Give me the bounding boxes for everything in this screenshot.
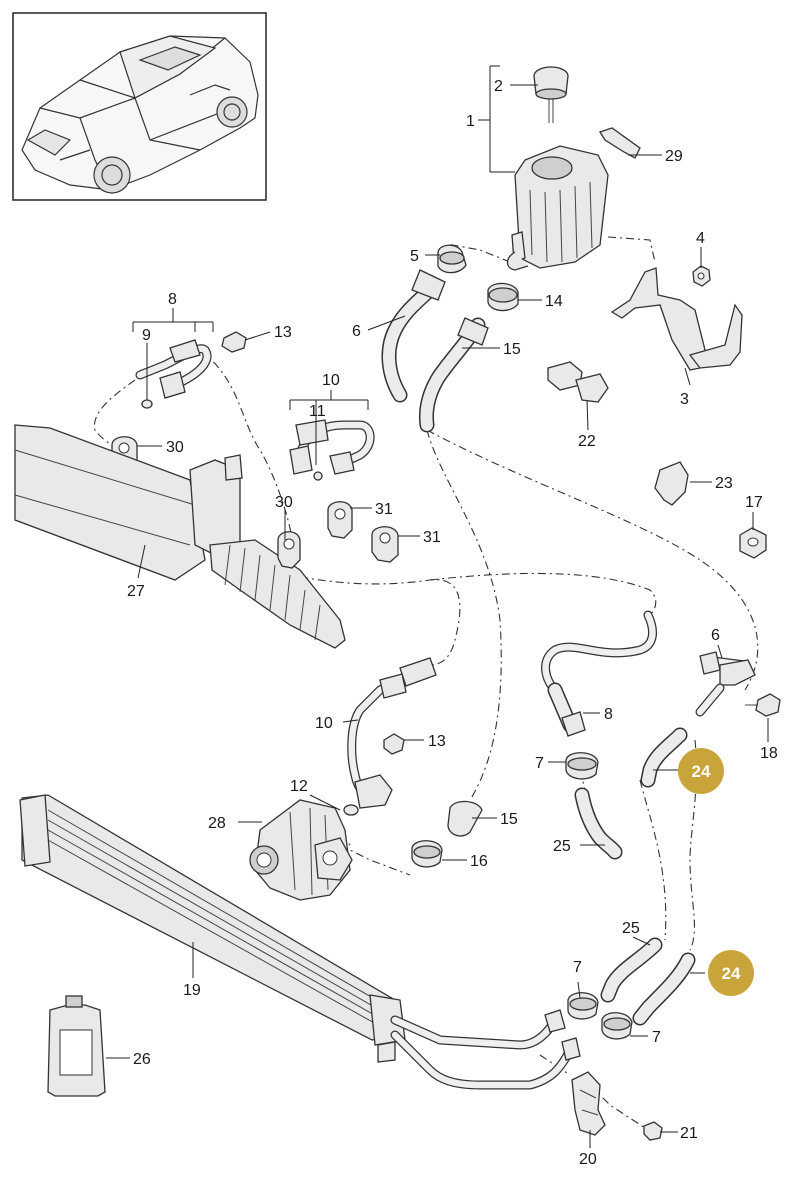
supply-hose xyxy=(418,317,489,433)
highlight-callout-24-lower: 24 xyxy=(708,950,754,996)
bolt-21 xyxy=(643,1121,663,1141)
label-30-lower: 30 xyxy=(275,494,293,511)
label-8-upper: 8 xyxy=(168,291,177,308)
label-6-lower: 6 xyxy=(711,627,720,644)
hose-sleeve-15 xyxy=(447,800,483,837)
label-5: 5 xyxy=(410,248,419,265)
vehicle-thumbnail xyxy=(12,12,267,201)
pressure-line-upper xyxy=(135,339,212,409)
return-hose xyxy=(381,269,446,403)
highlight-badge xyxy=(708,950,754,996)
label-25-upper: 25 xyxy=(553,838,571,855)
label-25-lower: 25 xyxy=(622,920,640,937)
label-7-lower-right: 7 xyxy=(652,1029,661,1046)
cooler-line-connector xyxy=(695,651,756,717)
hose-clamp-7-mid xyxy=(565,752,599,780)
label-9: 9 xyxy=(142,327,151,344)
hose-clamp-16 xyxy=(411,840,443,868)
drain-fitting xyxy=(599,127,641,159)
label-14: 14 xyxy=(545,293,563,310)
label-30-upper: 30 xyxy=(166,439,184,456)
label-8-lower: 8 xyxy=(604,706,613,723)
label-21: 21 xyxy=(680,1125,698,1142)
pipe-clamp-30-lower xyxy=(277,531,301,569)
hose-25-lower xyxy=(600,937,663,1003)
steering-pump xyxy=(249,799,353,901)
bolt-13-upper xyxy=(221,331,247,353)
reservoir xyxy=(506,145,609,271)
label-10-upper: 10 xyxy=(322,372,340,389)
hose-25-upper xyxy=(574,787,623,860)
label-15-upper: 15 xyxy=(503,341,521,358)
reservoir-bracket xyxy=(610,267,743,371)
label-22: 22 xyxy=(578,433,596,450)
label-1: 1 xyxy=(466,113,475,130)
reservoir-cap xyxy=(533,66,569,123)
label-24-lower: 24 xyxy=(722,964,741,983)
highlight-callout-24-upper: 24 xyxy=(678,748,724,794)
hose-24-upper xyxy=(640,727,688,788)
label-26: 26 xyxy=(133,1051,151,1068)
steering-rack xyxy=(14,424,346,649)
callout-labels: 1 2 29 4 5 14 6 15 8 9 13 3 22 10 11 30 … xyxy=(127,78,778,1168)
hose-clamp-5 xyxy=(437,244,467,274)
label-10-lower: 10 xyxy=(315,715,333,732)
label-15-lower: 15 xyxy=(500,811,518,828)
label-18: 18 xyxy=(760,745,778,762)
pipe-clamp-31-upper xyxy=(327,501,353,539)
label-17: 17 xyxy=(745,494,763,511)
label-29: 29 xyxy=(665,148,683,165)
hose-clamp-14 xyxy=(487,282,519,312)
label-6-upper: 6 xyxy=(352,323,361,340)
leader-lines xyxy=(106,65,769,1148)
label-2: 2 xyxy=(494,78,503,95)
highlight-badge xyxy=(678,748,724,794)
seal-ring-12 xyxy=(343,804,359,816)
bolt-18 xyxy=(745,693,781,717)
label-11: 11 xyxy=(309,403,326,420)
suv-illustration xyxy=(21,35,259,194)
hose-clip-22 xyxy=(547,361,609,403)
label-31-lower: 31 xyxy=(423,529,441,546)
label-7-lower-left: 7 xyxy=(573,959,582,976)
label-4: 4 xyxy=(696,230,705,247)
bolt-13-lower xyxy=(383,733,405,755)
pressure-line-mid xyxy=(289,419,375,481)
hose-clip-23 xyxy=(654,461,689,506)
pipe-clamp-31-lower xyxy=(371,526,399,563)
pressure-line-lower xyxy=(347,657,437,809)
hose-24-lower xyxy=(632,952,696,1026)
label-28: 28 xyxy=(208,815,226,832)
label-24-upper: 24 xyxy=(692,762,711,781)
hose-clamp-7-lower-right xyxy=(601,1012,633,1040)
fluid-bottle xyxy=(47,995,106,1097)
label-12: 12 xyxy=(290,778,308,795)
label-13-lower: 13 xyxy=(428,733,446,750)
label-3: 3 xyxy=(680,391,689,408)
nut-17 xyxy=(739,527,767,559)
label-23: 23 xyxy=(715,475,733,492)
nut xyxy=(692,265,711,287)
hose-clamp-7-lower-left xyxy=(567,992,599,1020)
line-bracket xyxy=(571,1071,606,1136)
label-19: 19 xyxy=(183,982,201,999)
label-31-upper: 31 xyxy=(375,501,393,518)
label-16: 16 xyxy=(470,853,488,870)
cooler-lines xyxy=(390,1009,581,1090)
label-27: 27 xyxy=(127,583,145,600)
label-20: 20 xyxy=(579,1151,597,1168)
label-7-mid: 7 xyxy=(535,755,544,772)
label-13-upper: 13 xyxy=(274,324,292,341)
return-line-mid xyxy=(541,610,657,737)
